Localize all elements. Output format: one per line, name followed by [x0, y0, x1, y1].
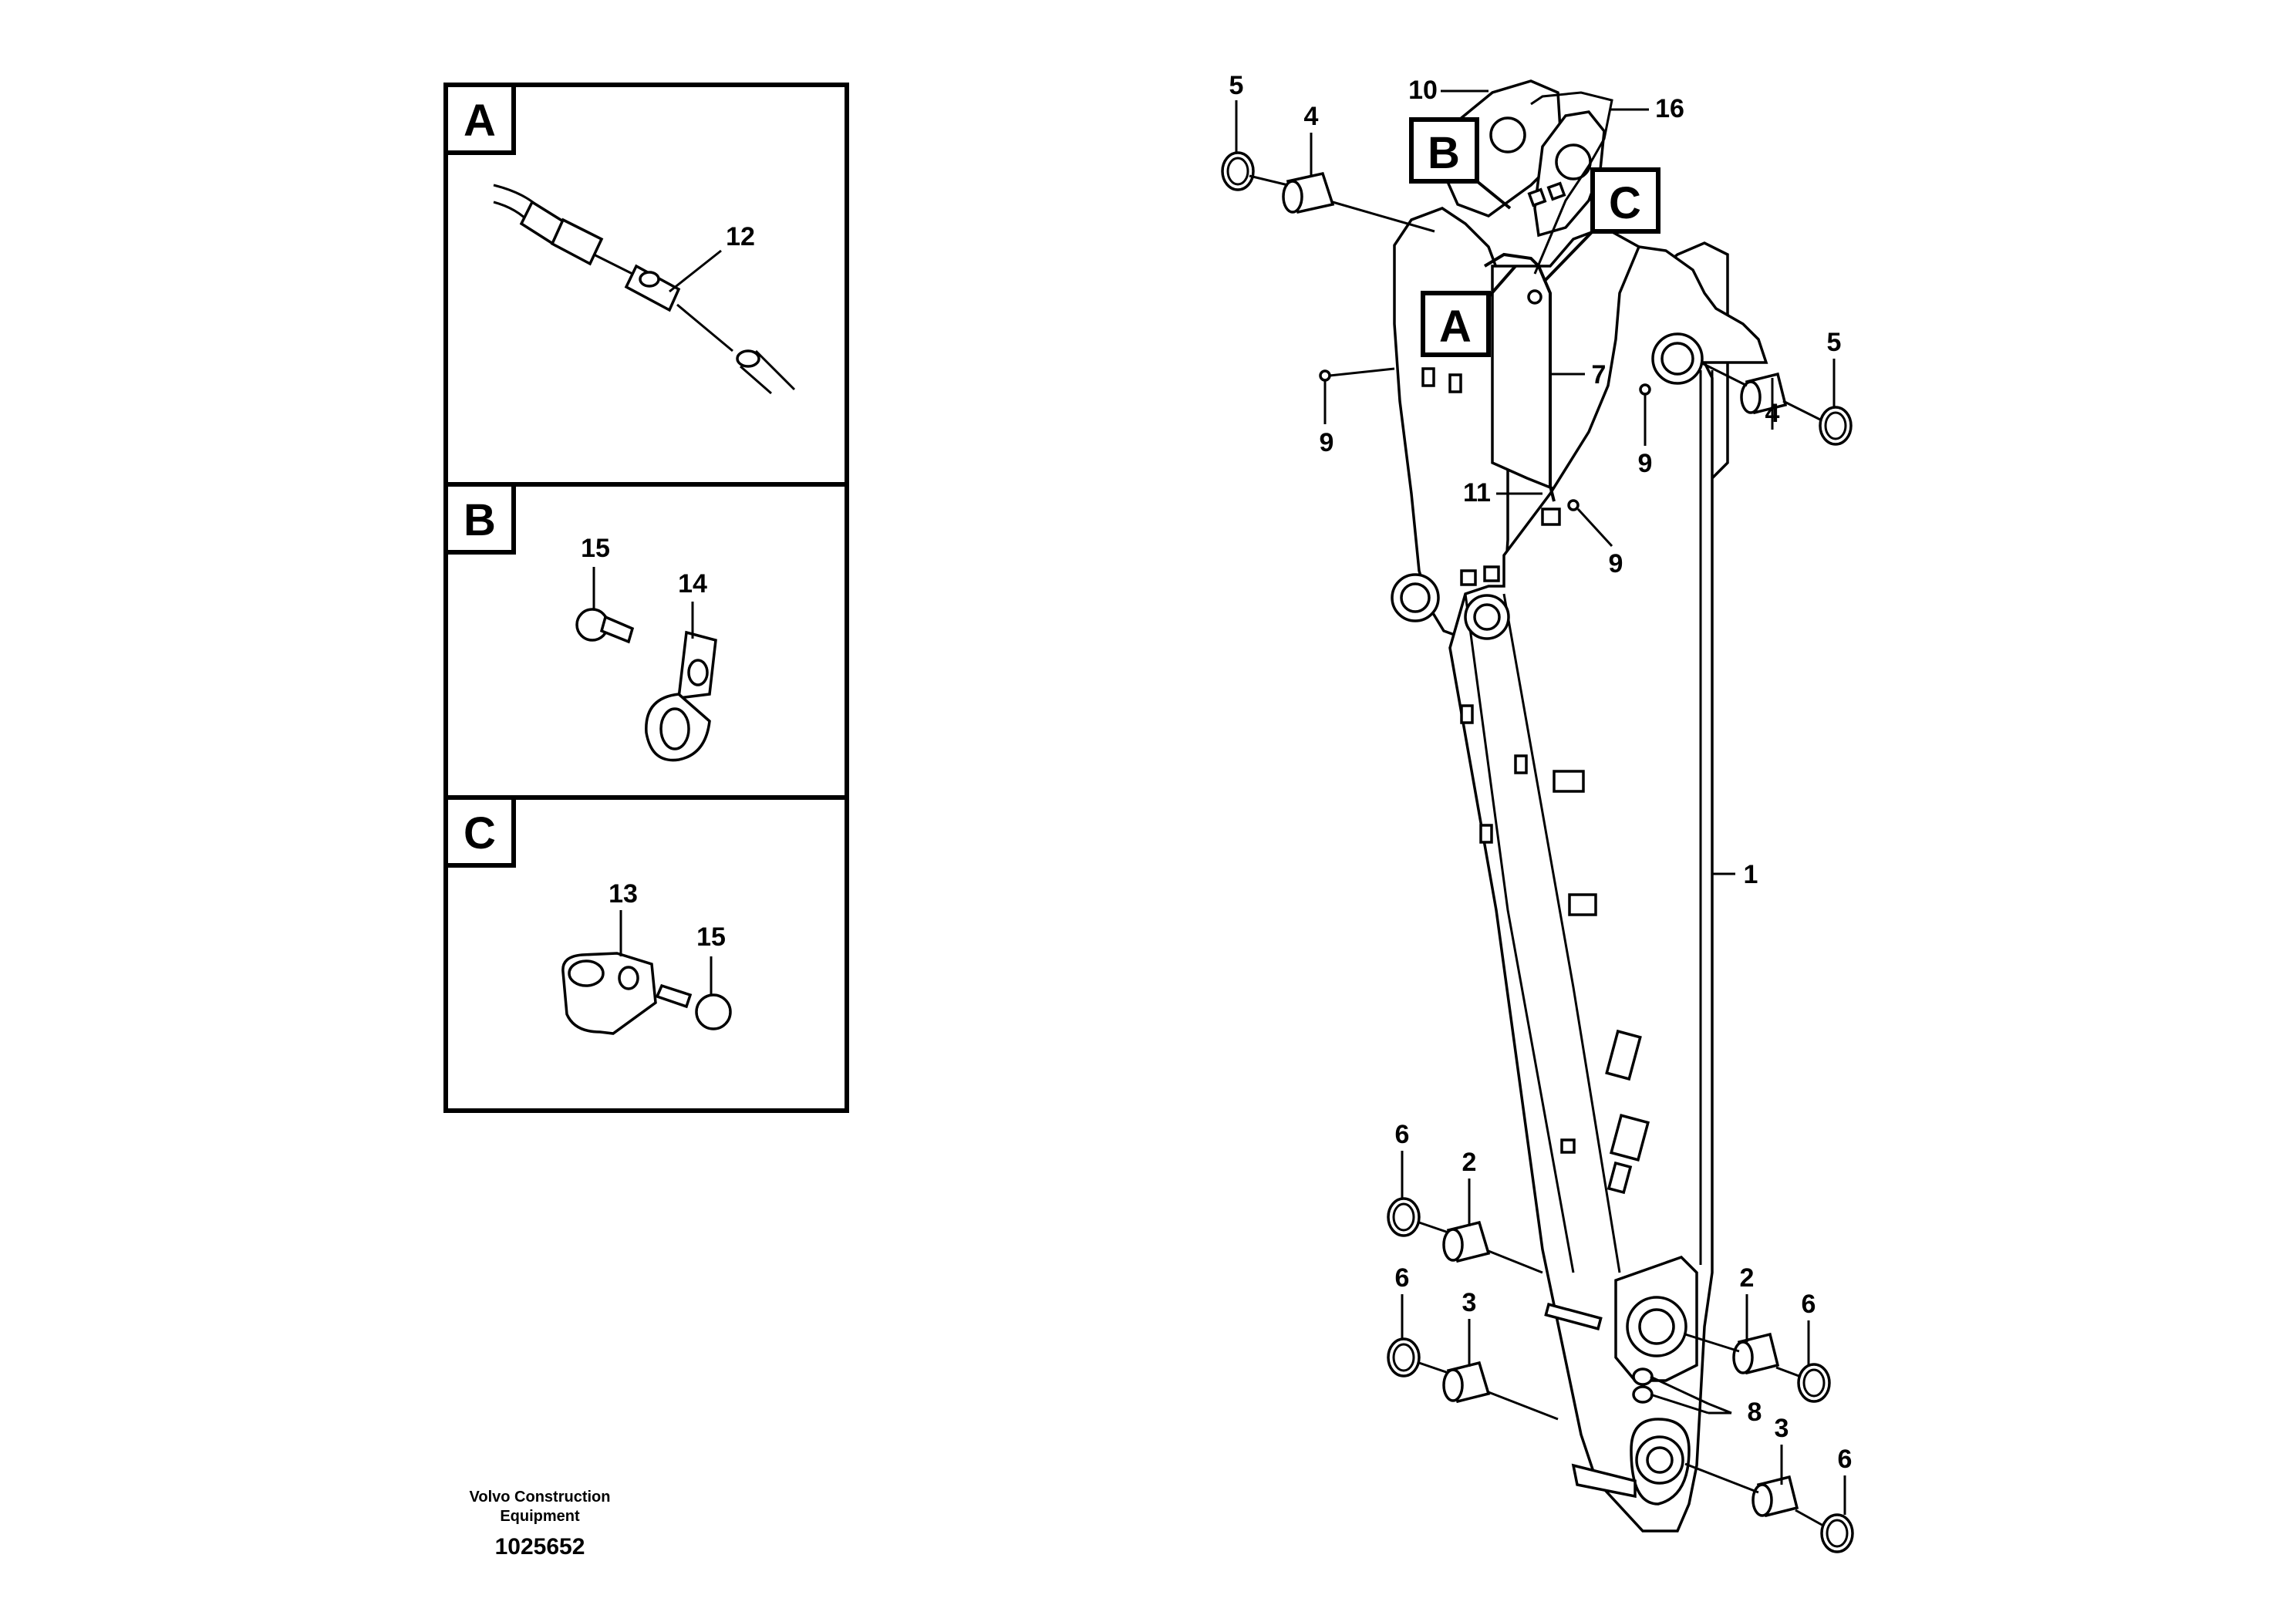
panel-tag-b: B: [464, 495, 496, 545]
panel-tag-c: C: [464, 808, 496, 858]
weld-blocks: [1421, 367, 1650, 1330]
boom-main-body: [1448, 245, 1768, 1533]
weld-block: [1460, 569, 1477, 586]
drawing-number: 1025652: [495, 1534, 585, 1560]
view-tag-c: C: [1609, 178, 1641, 228]
boom-assembly: [1221, 79, 1854, 1553]
callout-15: 15: [696, 922, 726, 952]
detail-panel-frame: [443, 83, 849, 1113]
view-tag-box: [1590, 167, 1660, 234]
callout-3: 3: [1462, 1288, 1477, 1317]
view-tag-box: [1421, 291, 1491, 357]
leader-line: [669, 249, 722, 293]
boom-edge: [1502, 593, 1621, 1273]
callout-2: 2: [1740, 1263, 1755, 1293]
callout-6: 6: [1802, 1290, 1816, 1319]
callout-9: 9: [1638, 449, 1653, 478]
callout-16: 16: [1655, 94, 1684, 123]
callout-3: 3: [1775, 1414, 1789, 1443]
callout-12: 12: [726, 222, 755, 251]
panel-tag-a: A: [464, 96, 496, 146]
hose-line: [1530, 91, 1613, 275]
grease-nipple: [1639, 383, 1651, 396]
main-view-tags: B C A: [1409, 117, 1660, 357]
lower-pin-bosses: [1571, 1255, 1698, 1506]
callout-7: 7: [1592, 360, 1607, 389]
footer: Volvo Construction Equipment 1025652: [470, 1489, 611, 1560]
main-callouts: 5 4 10 16 7 9 9 9 11 4 5 1 6 2 6 3 2: [1229, 71, 1853, 1515]
manufacturer-line-2: Equipment: [500, 1508, 580, 1525]
callout-4: 4: [1304, 102, 1319, 131]
callout-14: 14: [678, 569, 707, 599]
callout-8: 8: [1748, 1398, 1762, 1427]
callout-6: 6: [1395, 1263, 1410, 1293]
manufacturer-line-1: Volvo Construction: [470, 1489, 611, 1506]
boom-edge: [1464, 593, 1575, 1273]
callout-9: 9: [1320, 428, 1334, 457]
view-tag-b: B: [1428, 128, 1460, 178]
callout-11: 11: [1463, 478, 1491, 508]
view-tag-a: A: [1439, 302, 1472, 352]
weld-block: [1483, 565, 1500, 582]
panel-tag-box: [443, 83, 516, 155]
detail-panel-b: B 15 14: [443, 482, 717, 762]
panel-tag-box: [443, 482, 516, 555]
grease-nipple: [1319, 369, 1331, 382]
callout-15: 15: [581, 534, 610, 563]
detail-panel-a: A 12: [443, 83, 796, 395]
callout-2: 2: [1462, 1148, 1477, 1177]
callout-5: 5: [1229, 71, 1244, 100]
clamp-and-bolt-illustration: [561, 952, 732, 1035]
callout-6: 6: [1838, 1445, 1853, 1474]
panel-tag-box: [443, 795, 516, 868]
detail-panel-c: C 13 15: [443, 795, 732, 1035]
callout-5: 5: [1827, 328, 1842, 357]
callout-10: 10: [1408, 76, 1438, 105]
detail-panels: A 12 B: [443, 83, 849, 1113]
callout-1: 1: [1744, 860, 1758, 889]
callout-6: 6: [1395, 1120, 1410, 1149]
view-tag-box: [1409, 117, 1479, 184]
bolt-and-clamp-illustration: [575, 608, 717, 762]
connector-box: [1541, 508, 1561, 526]
callout-13: 13: [609, 879, 638, 909]
grease-nipple: [1567, 499, 1580, 511]
callout-9: 9: [1609, 549, 1623, 578]
hose-fitting-illustration: [493, 184, 796, 395]
